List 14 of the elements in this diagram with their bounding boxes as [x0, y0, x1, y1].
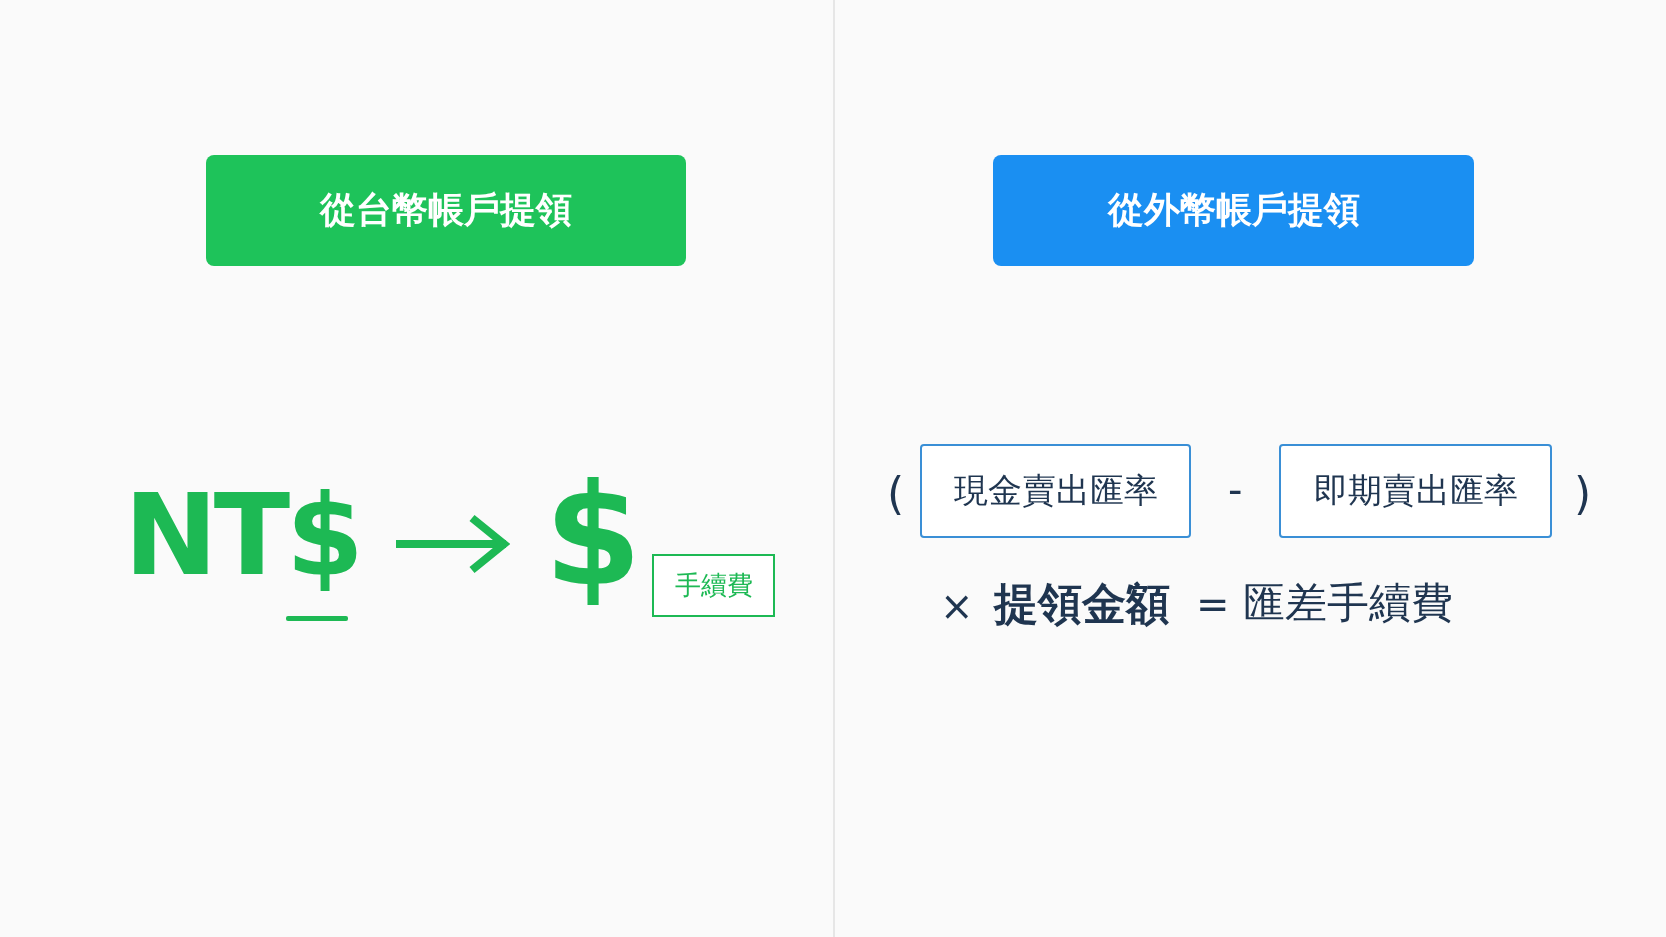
currency-symbol: $	[548, 460, 638, 610]
math-operator: ×	[940, 586, 974, 626]
rate-box: 即期賣出匯率	[1279, 444, 1552, 538]
math-operator: -	[1228, 470, 1243, 510]
math-operator: )	[1574, 472, 1592, 516]
currency-text: NT$	[128, 475, 356, 595]
math-operator: =	[1196, 584, 1230, 624]
fee-tag: 手續費	[652, 554, 775, 617]
math-operator: (	[887, 472, 905, 516]
formula-term: 提領金額	[994, 582, 1170, 626]
formula-term: 匯差手續費	[1243, 582, 1453, 624]
rate-box: 現金賣出匯率	[920, 444, 1191, 538]
title-banner: 從台幣帳戶提領	[206, 155, 686, 266]
title-banner: 從外幣帳戶提領	[993, 155, 1474, 266]
